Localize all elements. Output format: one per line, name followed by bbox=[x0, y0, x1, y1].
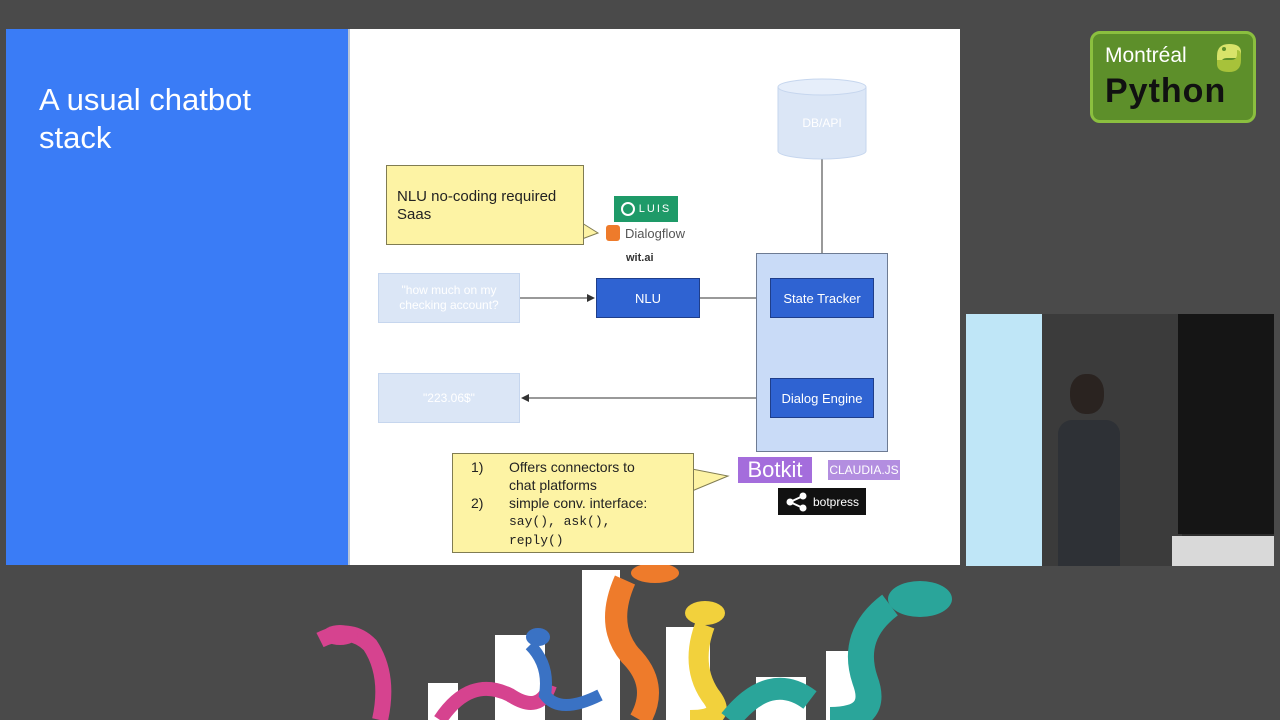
diagram-arrows bbox=[520, 78, 867, 402]
luis-speech-icon bbox=[620, 202, 635, 216]
logo-top-text: Montréal bbox=[1105, 44, 1187, 67]
share-icon bbox=[786, 492, 807, 511]
connectors-note: 1) Offers connectors to chat platforms 2… bbox=[452, 453, 694, 553]
db-cylinder bbox=[777, 78, 867, 160]
db-api-label: DB/API bbox=[802, 116, 842, 130]
nlu-node: NLU bbox=[596, 278, 700, 318]
luis-logo-text: LUIS bbox=[638, 203, 672, 215]
slide-diagram-panel: DB/API "how much on my checking account?… bbox=[348, 29, 960, 565]
connectors-item1-text: Offers connectors to chat platforms bbox=[509, 459, 635, 493]
state-tracker-node: State Tracker bbox=[770, 278, 874, 318]
nlu-note: NLU no-coding required Saas bbox=[386, 165, 584, 245]
botpress-logo-text: botpress bbox=[812, 494, 860, 509]
dialogflow-logo-text: Dialogflow bbox=[625, 225, 685, 241]
python-snake-icon bbox=[1217, 44, 1241, 72]
dialogflow-icon bbox=[606, 225, 620, 241]
dark-panel bbox=[1178, 314, 1274, 534]
bot-reply-box: "223.06$" bbox=[378, 373, 520, 423]
luis-logo: LUIS bbox=[614, 196, 678, 222]
connectors-item2-code: say(), ask(), reply() bbox=[509, 514, 611, 548]
connectors-item2-number: 2) bbox=[471, 495, 484, 511]
dialogflow-logo: Dialogflow bbox=[606, 225, 685, 241]
user-message-box: "how much on my checking account? bbox=[378, 273, 520, 323]
connectors-item2-text: simple conv. interface: bbox=[509, 495, 648, 511]
botkit-logo: Botkit bbox=[738, 457, 812, 483]
slide-title-panel: A usual chatbot stack bbox=[6, 29, 348, 565]
montreal-python-logo: Montréal Python bbox=[1090, 31, 1256, 123]
botpress-logo: botpress bbox=[778, 488, 866, 515]
speaker-camera-feed bbox=[966, 314, 1274, 566]
connectors-item1-number: 1) bbox=[471, 459, 484, 475]
logo-bottom-text: Python bbox=[1105, 72, 1227, 110]
witai-logo: wit.ai bbox=[626, 252, 654, 264]
slide-title: A usual chatbot stack bbox=[39, 82, 251, 155]
desk-surface bbox=[1172, 536, 1274, 566]
speaker-figure bbox=[1050, 374, 1128, 566]
snake-city-artwork bbox=[316, 565, 952, 720]
projected-slide-crop bbox=[966, 314, 1042, 566]
claudia-logo: CLAUDIA.JS bbox=[828, 460, 900, 480]
dialog-engine-node: Dialog Engine bbox=[770, 378, 874, 418]
